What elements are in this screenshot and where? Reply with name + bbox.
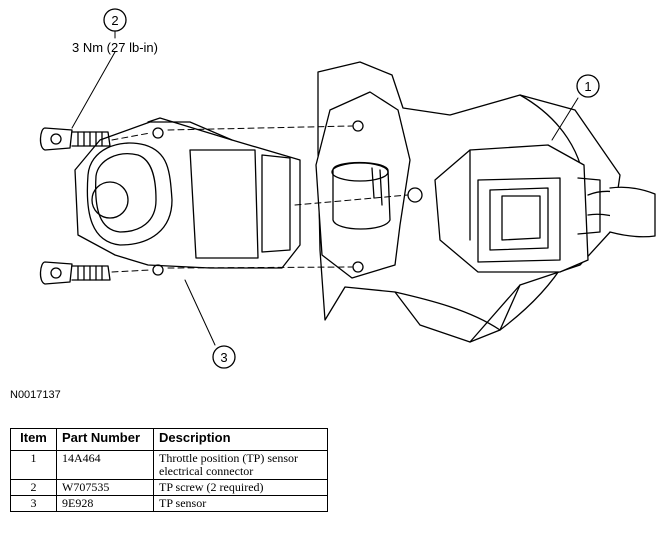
cell-part-number: 9E928 [56, 495, 154, 512]
table-row: 2 W707535 TP screw (2 required) [10, 479, 328, 496]
tp-connector [434, 144, 656, 273]
callout-2: 2 3 Nm (27 lb-in) [72, 8, 158, 55]
description-line: TP sensor [159, 496, 207, 510]
tp-sensor-illustration: 1 2 3 Nm (27 lb-in) 3 [39, 8, 656, 369]
cell-part-number: 14A464 [56, 450, 154, 480]
callout-3: 3 [212, 345, 236, 369]
svg-text:2: 2 [111, 13, 118, 28]
description-line: TP screw (2 required) [159, 480, 264, 494]
callout-1: 1 [576, 74, 600, 98]
cell-description: TP screw (2 required) [153, 479, 328, 496]
assembly-lines [111, 125, 409, 273]
header-part-number: Part Number [56, 428, 154, 451]
cell-description: TP sensor [153, 495, 328, 512]
cell-item: 3 [10, 495, 57, 512]
table-header-row: Item Part Number Description [10, 428, 328, 451]
callout-leaders [71, 51, 579, 346]
parts-table: Item Part Number Description 1 14A464 Th… [10, 428, 328, 512]
table-row: 1 14A464 Throttle position (TP) sensor e… [10, 450, 328, 480]
tp-sensor [74, 117, 301, 276]
cell-description: Throttle position (TP) sensor electrical… [153, 450, 328, 480]
description-line: electrical connector [159, 464, 254, 478]
cell-item: 1 [10, 450, 57, 480]
svg-text:1: 1 [584, 79, 591, 94]
cell-item: 2 [10, 479, 57, 496]
svg-text:3: 3 [220, 350, 227, 365]
header-item: Item [10, 428, 57, 451]
description-line: Throttle position (TP) sensor [159, 451, 298, 465]
table-row: 3 9E928 TP sensor [10, 495, 328, 512]
figure-id: N0017137 [10, 389, 61, 401]
torque-note: 3 Nm (27 lb-in) [72, 40, 158, 55]
tp-screw-lower [39, 261, 111, 285]
header-description: Description [153, 428, 328, 451]
cell-part-number: W707535 [56, 479, 154, 496]
tp-screw-upper [39, 127, 111, 151]
